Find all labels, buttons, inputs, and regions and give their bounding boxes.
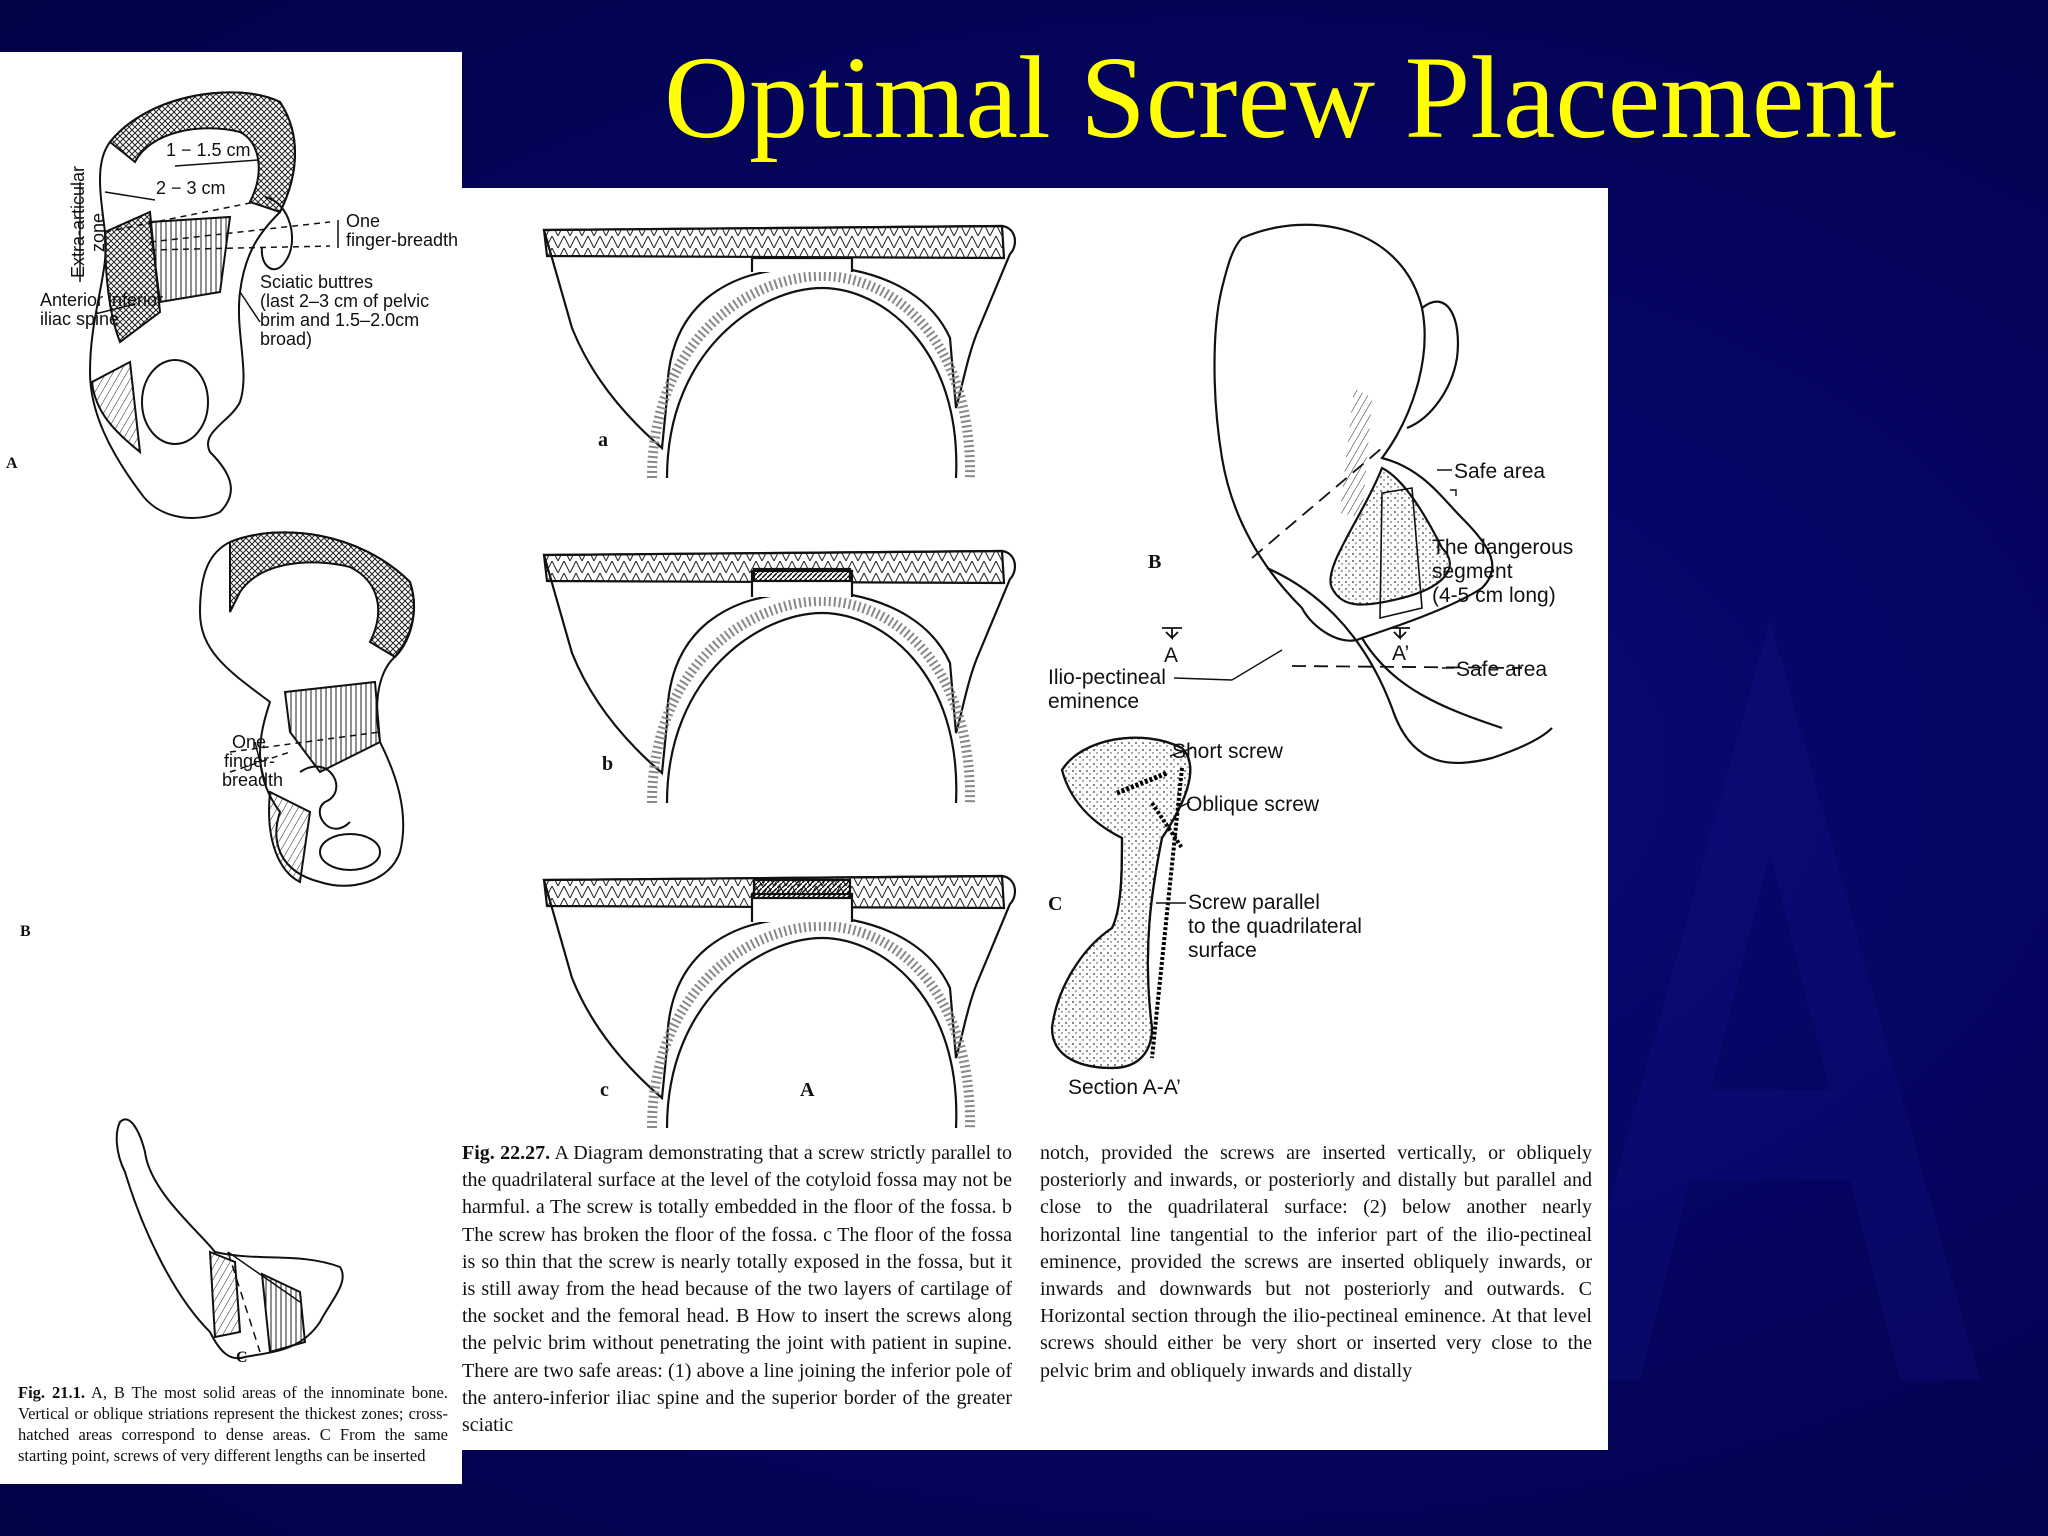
- label-dist-1: 1 − 1.5 cm: [166, 140, 251, 160]
- slide-title: Optimal Screw Placement: [663, 32, 1897, 163]
- marker-a-prime: A’: [1392, 642, 1409, 665]
- label-short-screw: Short screw: [1172, 740, 1284, 763]
- label-sciatic-2: (last 2–3 cm of pelvic: [260, 291, 429, 311]
- innominate-bone-diagrams: 1 − 1.5 cm 2 − 3 cm Extra-articular zone…: [6, 91, 458, 1366]
- label-finger-b-3: breadth: [222, 770, 283, 790]
- label-ilio-1: Ilio-pectineal: [1048, 666, 1166, 689]
- left-figure-panel: 1 − 1.5 cm 2 − 3 cm Extra-articular zone…: [0, 52, 462, 1484]
- label-zone-1: Extra-articular: [68, 166, 88, 278]
- label-sciatic-4: broad): [260, 329, 312, 349]
- main-caption-col2: notch, provided the screws are inserted …: [1040, 1142, 1592, 1382]
- label-aiis-1: Anterior inferior: [40, 290, 163, 310]
- label-finger-a-1: One: [346, 211, 380, 231]
- bone-diagram-c: [115, 1118, 344, 1360]
- label-dist-2: 2 − 3 cm: [156, 178, 226, 198]
- leader-ilio: [1173, 677, 1233, 681]
- cross-section-c: [542, 874, 1017, 1129]
- background-watermark: [1560, 620, 1980, 1380]
- leader-short-screw: [1169, 747, 1193, 757]
- panel-label-b-main: B: [1148, 551, 1161, 573]
- sub-label-c: c: [600, 1079, 609, 1101]
- label-finger-b-2: finger-: [224, 751, 275, 771]
- acetabulum-diagrams: a b c A: [542, 223, 1573, 1129]
- marker-a: A: [1164, 644, 1178, 667]
- label-sciatic-1: Sciatic buttres: [260, 272, 373, 292]
- label-finger-b-1: One: [232, 732, 266, 752]
- panel-letter-c: C: [236, 1349, 248, 1366]
- main-figure-panel: a b c A: [462, 188, 1608, 1450]
- main-caption-text-1: A Diagram demonstrating that a screw str…: [462, 1142, 1013, 1437]
- sub-label-a: a: [598, 429, 608, 451]
- main-caption-col1: Fig. 22.27. A Diagram demonstrating that…: [462, 1140, 1012, 1439]
- sub-label-b: b: [602, 753, 613, 775]
- panel-letter-a: A: [6, 455, 18, 472]
- leader-oblique-screw: [1177, 801, 1191, 809]
- pelvis-diagram-b: [1162, 223, 1553, 765]
- label-finger-a-2: finger-breadth: [346, 230, 458, 250]
- section-diagram-c: [1050, 736, 1192, 1070]
- label-sciatic-3: brim and 1.5–2.0cm: [260, 310, 419, 330]
- label-oblique-screw: Oblique screw: [1186, 793, 1320, 816]
- leader-ilio-2: [1231, 649, 1283, 681]
- label-parallel-2: to the quadrilateral: [1188, 915, 1362, 938]
- label-danger-1: The dangerous: [1432, 536, 1573, 559]
- label-safe-top: Safe area: [1454, 460, 1545, 483]
- label-parallel-1: Screw parallel: [1188, 891, 1320, 914]
- left-caption-text: A, B The most solid areas of the innomin…: [18, 1383, 448, 1465]
- cross-section-a: [542, 224, 1017, 479]
- bone-diagram-b: [198, 531, 416, 887]
- panel-label-c-main: C: [1048, 893, 1062, 915]
- label-danger-3: (4-5 cm long): [1432, 584, 1556, 607]
- label-aiis-2: iliac spine: [40, 309, 119, 329]
- left-figure-caption: Fig. 21.1. A, B The most solid areas of …: [18, 1382, 448, 1466]
- panel-label-a-main: A: [800, 1079, 815, 1101]
- label-danger-2: segment: [1432, 560, 1513, 583]
- label-ilio-2: eminence: [1048, 690, 1139, 713]
- label-parallel-3: surface: [1188, 939, 1257, 962]
- cross-section-b: [542, 549, 1017, 804]
- left-caption-fig: Fig. 21.1.: [18, 1383, 85, 1402]
- label-section: Section A-A’: [1068, 1076, 1181, 1099]
- bone-diagram-a: [79, 91, 339, 519]
- main-caption-fig: Fig. 22.27.: [462, 1142, 551, 1164]
- label-zone-2: zone: [88, 213, 108, 252]
- label-safe-bottom: Safe area: [1456, 658, 1547, 681]
- panel-letter-b: B: [20, 923, 31, 940]
